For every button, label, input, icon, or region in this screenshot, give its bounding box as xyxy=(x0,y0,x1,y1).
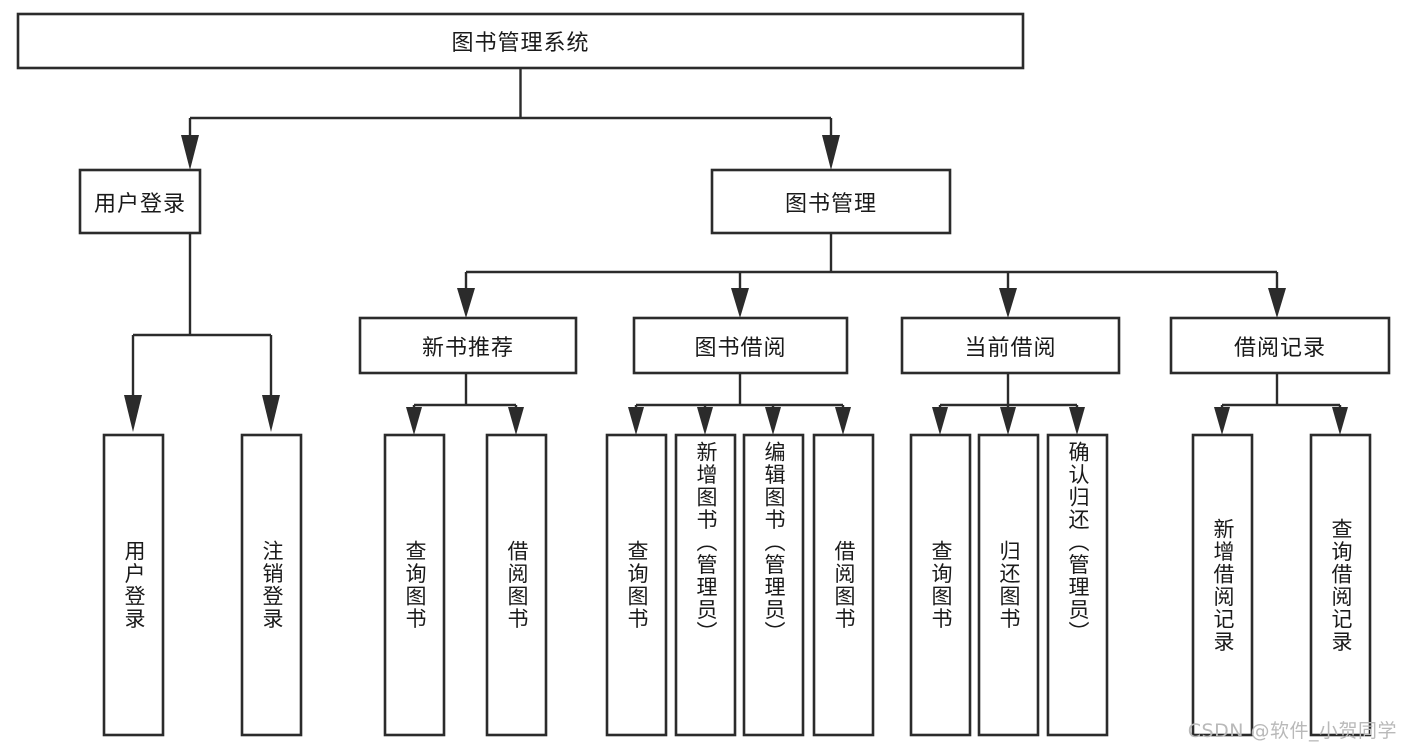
node-user-login-box[interactable] xyxy=(78,168,202,235)
node-leaf-box-4[interactable] xyxy=(605,433,668,737)
arrow-book-to-record xyxy=(1268,288,1286,318)
arrow-record-leaf-2 xyxy=(1332,407,1348,435)
node-leaf-box-8[interactable] xyxy=(909,433,972,737)
node-leaf-box-3[interactable] xyxy=(485,433,548,737)
node-leaf-box-1[interactable] xyxy=(240,433,303,737)
node-leaf-box-5[interactable] xyxy=(674,433,737,737)
node-leaf-box-7[interactable] xyxy=(812,433,875,737)
node-leaf-box-9[interactable] xyxy=(977,433,1040,737)
node-leaf-box-12[interactable] xyxy=(1309,433,1372,737)
node-leaf-box-0[interactable] xyxy=(102,433,165,737)
arrow-user-leaf-2 xyxy=(262,395,280,432)
arrow-borrow-leaf-3 xyxy=(765,407,781,435)
node-current-borrow-box[interactable] xyxy=(900,316,1121,375)
arrow-newbook-leaf-1 xyxy=(406,407,422,435)
node-book-manage-box[interactable] xyxy=(710,168,952,235)
node-layer xyxy=(16,12,1391,737)
arrow-newbook-leaf-2 xyxy=(508,407,524,435)
node-borrow-record-box[interactable] xyxy=(1169,316,1391,375)
arrow-current-leaf-2 xyxy=(1000,407,1016,435)
arrow-book-to-borrow xyxy=(731,288,749,318)
arrow-borrow-leaf-4 xyxy=(835,407,851,435)
arrow-borrow-leaf-1 xyxy=(628,407,644,435)
watermark-text: CSDN @软件_小贺同学 xyxy=(1187,720,1397,742)
connector-layer xyxy=(124,68,1348,435)
arrow-user-leaf-1 xyxy=(124,395,142,432)
arrow-root-to-user xyxy=(181,135,199,170)
arrow-record-leaf-1 xyxy=(1214,407,1230,435)
node-leaf-box-11[interactable] xyxy=(1191,433,1254,737)
arrow-current-leaf-1 xyxy=(932,407,948,435)
node-book-borrow-box[interactable] xyxy=(632,316,849,375)
arrow-book-to-current xyxy=(999,288,1017,318)
node-leaf-box-2[interactable] xyxy=(383,433,446,737)
node-leaf-box-6[interactable] xyxy=(742,433,805,737)
arrow-book-to-newbook xyxy=(457,288,475,318)
arrow-current-leaf-3 xyxy=(1069,407,1085,435)
node-leaf-box-10[interactable] xyxy=(1046,433,1109,737)
node-root-box[interactable] xyxy=(16,12,1025,70)
node-new-book-rec-box[interactable] xyxy=(358,316,578,375)
arrow-root-to-book xyxy=(822,135,840,170)
arrow-borrow-leaf-2 xyxy=(697,407,713,435)
